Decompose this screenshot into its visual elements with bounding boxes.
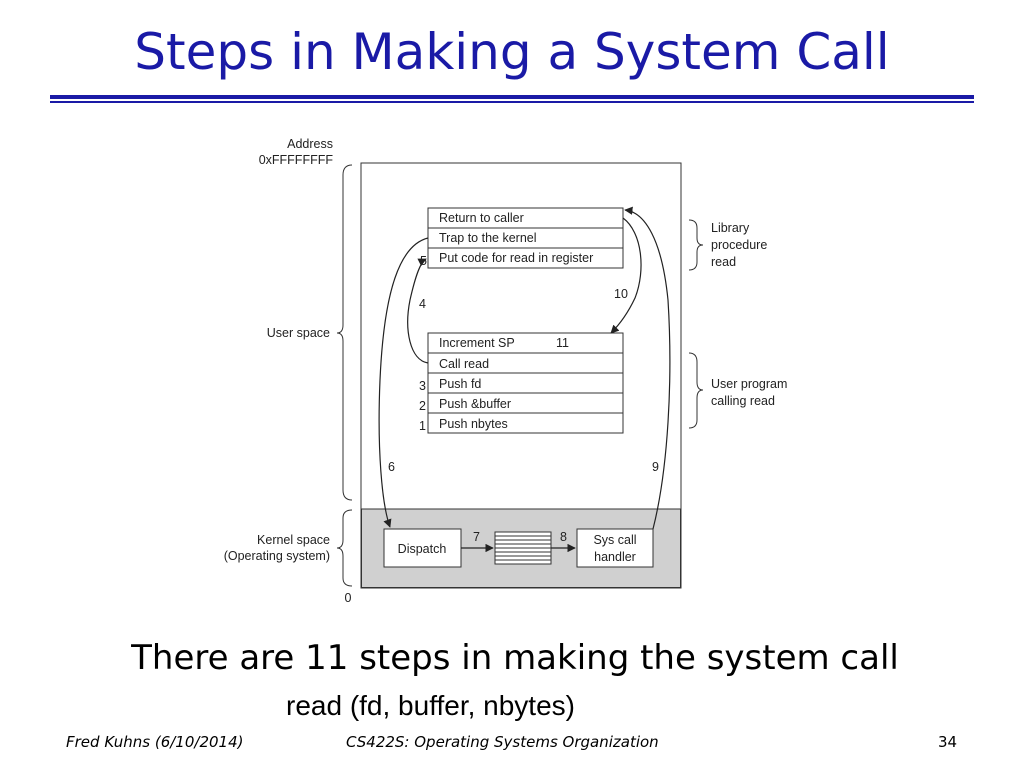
program-box-label: Call read — [439, 357, 489, 371]
step-number: 8 — [560, 530, 567, 544]
library-box-label: Return to caller — [439, 211, 524, 225]
program-brace-label: calling read — [711, 394, 775, 408]
kernel-space-label-2: (Operating system) — [224, 549, 330, 563]
slide-title: Steps in Making a System Call — [134, 23, 890, 81]
footer-author: Fred Kuhns (6/10/2014) — [66, 733, 244, 751]
syscall-handler-label: Sys call — [593, 533, 636, 547]
step-number: 7 — [473, 530, 480, 544]
title-rule-thin — [50, 101, 974, 103]
step-number: 4 — [419, 297, 426, 311]
step-number: 3 — [419, 379, 426, 393]
user-space-label: User space — [267, 326, 330, 340]
syscall-handler-box — [576, 528, 654, 568]
library-brace-label: Library — [711, 221, 750, 235]
footer-page-number: 34 — [938, 733, 958, 751]
step-number: 1 — [419, 419, 426, 433]
step-number: 5 — [420, 254, 427, 268]
user-space-brace — [336, 164, 353, 501]
address-label: Address — [287, 137, 333, 151]
step-number: 11 — [556, 336, 569, 350]
program-box-label: Increment SP — [439, 336, 515, 350]
kernel-space-label-1: Kernel space — [257, 533, 330, 547]
program-box-push-nbytes — [427, 412, 624, 434]
arrow-step-9 — [624, 206, 671, 530]
kernel-space-brace — [336, 509, 353, 587]
step-number: 2 — [419, 399, 426, 413]
dispatch-box — [383, 528, 462, 568]
dispatch-table — [494, 531, 552, 565]
syscall-handler-label: handler — [594, 550, 636, 564]
program-box-label: Push &buffer — [439, 397, 511, 411]
library-box-label: Trap to the kernel — [439, 231, 537, 245]
library-brace-label: procedure — [711, 238, 767, 252]
arrow-step-4 — [407, 258, 429, 364]
step-number: 6 — [388, 460, 395, 474]
library-brace — [688, 219, 704, 271]
program-box-label: Push nbytes — [439, 417, 508, 431]
step-number: 10 — [614, 287, 628, 301]
program-brace — [688, 352, 704, 429]
arrow-step-6 — [378, 237, 429, 528]
caption-line-1: There are 11 steps in making the system … — [131, 638, 899, 678]
step-number: 9 — [652, 460, 659, 474]
dispatch-label: Dispatch — [398, 542, 447, 556]
library-box-put-code — [427, 247, 624, 269]
arrow-step-10 — [610, 217, 642, 334]
footer-course: CS422S: Operating Systems Organization — [346, 733, 659, 751]
address-high-label: 0xFFFFFFFF — [259, 153, 334, 167]
title-rule-thick — [50, 95, 974, 99]
program-box-label: Push fd — [439, 377, 481, 391]
address-low-label: 0 — [345, 591, 352, 605]
library-box-label: Put code for read in register — [439, 251, 593, 265]
caption-line-2: read (fd, buffer, nbytes) — [286, 690, 575, 721]
program-brace-label: User program — [711, 377, 787, 391]
library-brace-label: read — [711, 255, 736, 269]
